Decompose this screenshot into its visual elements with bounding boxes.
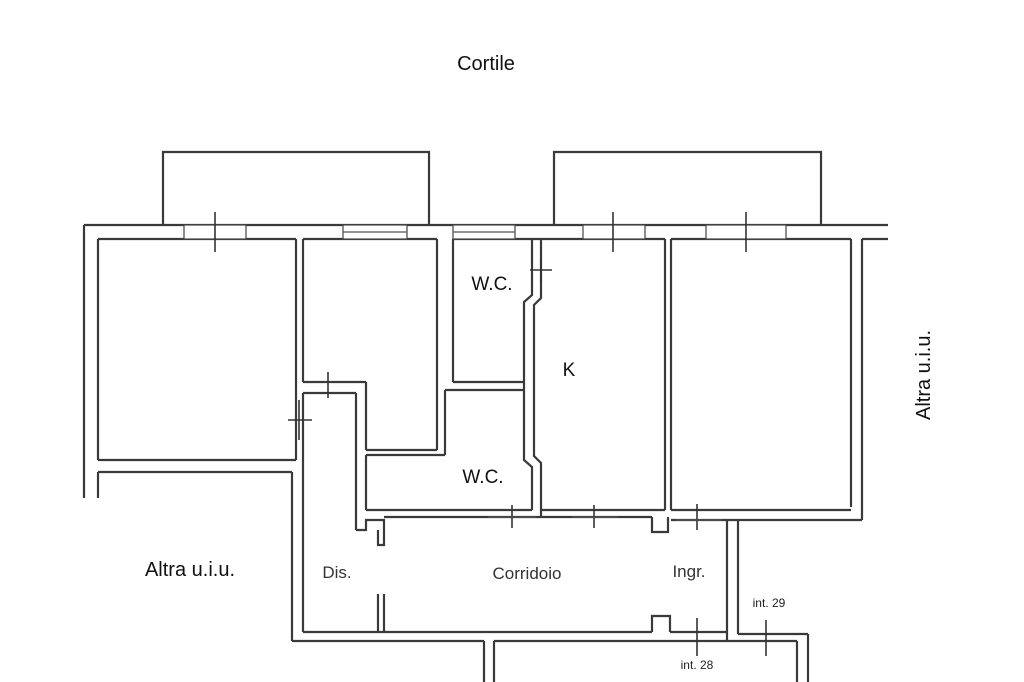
int29-label: int. 29 <box>753 596 786 610</box>
courtyard-label: Cortile <box>457 53 515 75</box>
dis-label: Dis. <box>322 563 351 582</box>
windows <box>183 224 787 240</box>
door-markers <box>214 212 767 656</box>
wc-bottom-label: W.C. <box>462 467 503 488</box>
wc-top-label: W.C. <box>471 274 512 295</box>
kitchen-label: K <box>563 360 576 381</box>
interior-walls <box>290 239 862 682</box>
corridor-label: Corridoio <box>493 564 562 583</box>
int28-label: int. 28 <box>681 658 714 672</box>
entrance-label: Ingr. <box>672 562 705 581</box>
adjacent-unit-label-left: Altra u.i.u. <box>145 559 235 581</box>
balconies <box>161 150 823 225</box>
adjacent-unit-label-right: Altra u.i.u. <box>913 330 935 420</box>
